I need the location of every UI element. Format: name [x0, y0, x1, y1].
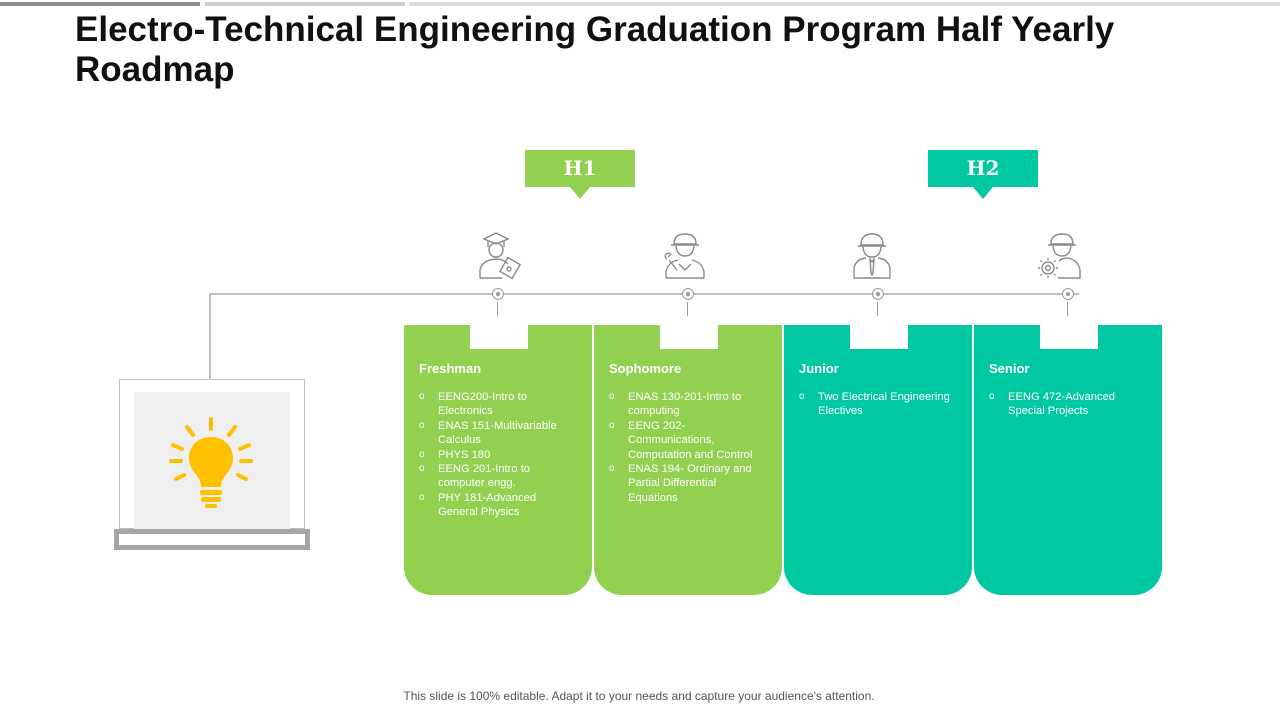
card-notch: [470, 325, 528, 349]
h2-label: H2: [928, 150, 1038, 199]
timeline-line: [209, 293, 1079, 295]
stage-title: Junior: [799, 361, 839, 376]
course-list: EENG 472-Advanced Special Projects: [989, 390, 1148, 419]
footer-note: This slide is 100% editable. Adapt it to…: [403, 689, 875, 703]
course-list: ENAS 130-201-Intro to computing EENG 202…: [609, 390, 768, 505]
course-item: EENG200-Intro to Electronics: [419, 390, 578, 419]
course-item: ENAS 194- Ordinary and Partial Different…: [609, 462, 768, 505]
card-notch: [1040, 325, 1098, 349]
laptop-base: [114, 529, 310, 550]
stage-title: Sophomore: [609, 361, 682, 376]
course-item: ENAS 151-Multivariable Calculus: [419, 419, 578, 448]
top-accent-bar: [0, 2, 200, 6]
card-notch: [660, 325, 718, 349]
engineer-wrench-icon: [664, 233, 705, 279]
timeline-tick: [1067, 302, 1068, 316]
top-accent-bar: [409, 2, 1280, 6]
engineer-gear-icon: [1038, 233, 1081, 279]
h1-label: H1: [525, 150, 635, 199]
stage-card-senior: Senior EENG 472-Advanced Special Project…: [974, 325, 1162, 595]
timeline-connector: [209, 293, 211, 380]
timeline-dot: [1062, 288, 1074, 300]
top-accent-bar: [205, 2, 405, 6]
course-list: EENG200-Intro to Electronics ENAS 151-Mu…: [419, 390, 578, 520]
stage-card-freshman: Freshman EENG200-Intro to Electronics EN…: [404, 325, 592, 595]
worker-tie-icon: [853, 233, 891, 279]
timeline-dot: [682, 288, 694, 300]
slide-title: Electro-Technical Engineering Graduation…: [75, 10, 1115, 89]
card-notch: [850, 325, 908, 349]
stage-card-junior: Junior Two Electrical Engineering Electi…: [784, 325, 972, 595]
stage-card-sophomore: Sophomore ENAS 130-201-Intro to computin…: [594, 325, 782, 595]
graduate-icon: [479, 232, 522, 280]
timeline-tick: [497, 302, 498, 316]
course-item: EENG 472-Advanced Special Projects: [989, 390, 1148, 419]
lightbulb-icon: [169, 417, 253, 508]
course-item: PHY 181-Advanced General Physics: [419, 491, 578, 520]
course-item: EENG 202-Communications, Computation and…: [609, 419, 768, 462]
course-list: Two Electrical Engineering Electives: [799, 390, 958, 419]
timeline-tick: [877, 302, 878, 316]
course-item: Two Electrical Engineering Electives: [799, 390, 958, 419]
stage-title: Freshman: [419, 361, 482, 376]
timeline-dot: [492, 288, 504, 300]
timeline-tick: [687, 302, 688, 316]
course-item: EENG 201-Intro to computer engg.: [419, 462, 578, 491]
stage-title: Senior: [989, 361, 1030, 376]
timeline-dot: [872, 288, 884, 300]
course-item: PHYS 180: [419, 448, 578, 463]
course-item: ENAS 130-201-Intro to computing: [609, 390, 768, 419]
